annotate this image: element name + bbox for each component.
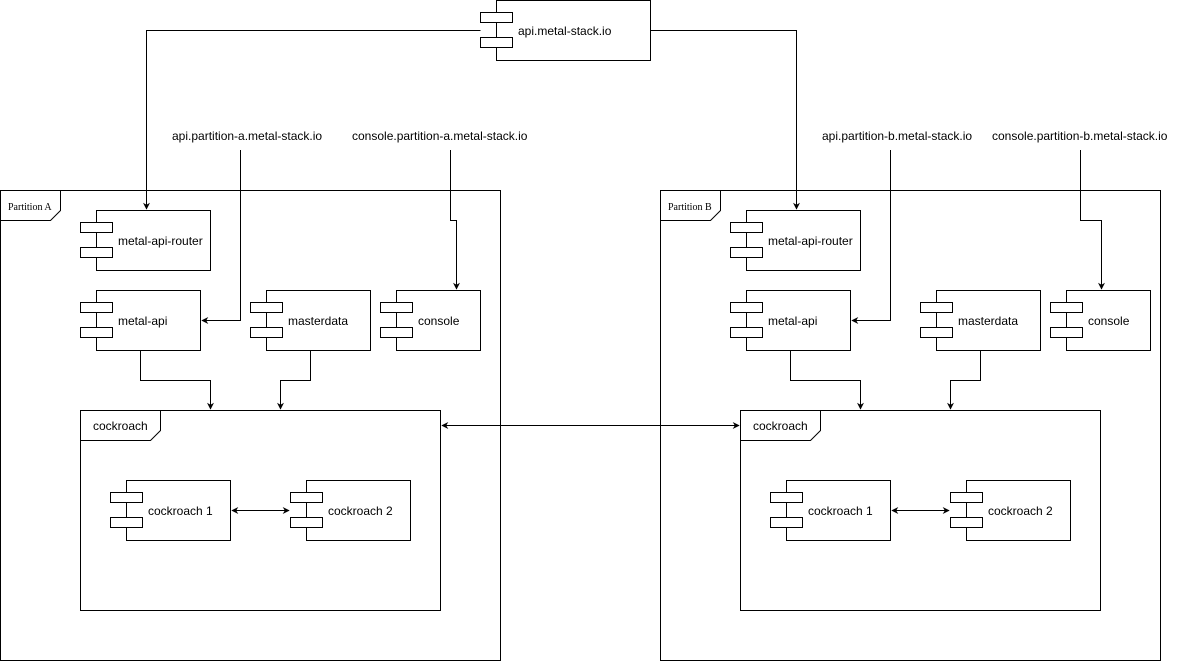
console-a: console <box>380 290 481 351</box>
metal-api-router-b-label: metal-api-router <box>768 234 853 248</box>
edge-gateway-to-router-b <box>650 30 800 210</box>
masterdata-b: masterdata <box>920 290 1041 351</box>
edge-console-endpoint-a-to-console-a <box>450 150 460 290</box>
cockroach-1-a-label: cockroach 1 <box>148 504 213 518</box>
partition-b-label: Partition B <box>668 202 712 213</box>
edge-metal-api-a-to-cockroach-a <box>140 350 214 410</box>
cockroach-group-b-label: cockroach <box>753 419 808 433</box>
partition-a-frame: Partition A <box>0 190 501 661</box>
console-endpoint-b-label: console.partition-b.metal-stack.io <box>992 129 1168 143</box>
edge-api-endpoint-a-to-metal-api-a <box>201 150 241 324</box>
metal-api-b: metal-api <box>730 290 851 351</box>
cockroach-2-b-label: cockroach 2 <box>988 504 1053 518</box>
masterdata-a-label: masterdata <box>288 314 348 328</box>
api-gateway-label: api.metal-stack.io <box>518 24 612 38</box>
metal-api-a: metal-api <box>80 290 201 351</box>
edge-metal-api-b-to-cockroach-b <box>790 350 864 410</box>
cockroach-1-b-label: cockroach 1 <box>808 504 873 518</box>
cockroach-group-a-label: cockroach <box>93 419 148 433</box>
api-endpoint-b-label: api.partition-b.metal-stack.io <box>822 129 972 143</box>
edge-api-endpoint-b-to-metal-api-b <box>851 150 891 324</box>
console-endpoint-a-label: console.partition-a.metal-stack.io <box>352 129 528 143</box>
partition-a-label: Partition A <box>8 202 52 213</box>
cockroach-2-b: cockroach 2 <box>950 480 1071 541</box>
console-b: console <box>1050 290 1151 351</box>
edge-console-endpoint-b-to-console-b <box>1080 150 1105 290</box>
cockroach-1-a: cockroach 1 <box>110 480 231 541</box>
api-endpoint-a-label: api.partition-a.metal-stack.io <box>172 129 322 143</box>
console-a-label: console <box>418 314 460 328</box>
console-b-label: console <box>1088 314 1130 328</box>
metal-api-b-label: metal-api <box>768 314 817 328</box>
cockroach-group-a: cockroach <box>80 410 441 611</box>
edge-gateway-to-router-a <box>143 30 481 210</box>
cockroach-2-a-label: cockroach 2 <box>328 504 393 518</box>
metal-api-a-label: metal-api <box>118 314 167 328</box>
metal-api-router-b: metal-api-router <box>730 210 861 271</box>
edge-masterdata-a-to-cockroach-a <box>277 350 311 410</box>
cockroach-2-a: cockroach 2 <box>290 480 411 541</box>
edge-masterdata-b-to-cockroach-b <box>947 350 981 410</box>
metal-api-router-a-label: metal-api-router <box>118 234 203 248</box>
masterdata-b-label: masterdata <box>958 314 1018 328</box>
masterdata-a: masterdata <box>250 290 371 351</box>
metal-api-router-a: metal-api-router <box>80 210 211 271</box>
cockroach-1-b: cockroach 1 <box>770 480 891 541</box>
api-gateway-component: api.metal-stack.io <box>480 0 651 61</box>
cockroach-group-b: cockroach <box>740 410 1101 611</box>
